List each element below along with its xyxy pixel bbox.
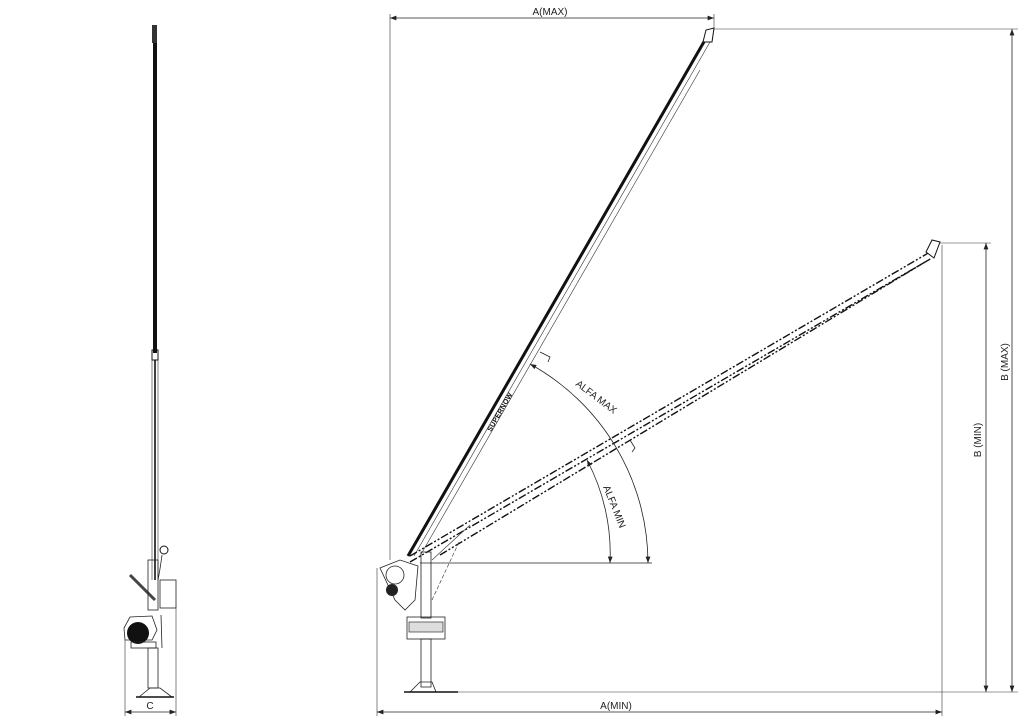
alfa-max-arc (529, 363, 651, 564)
alfa-min-arc (586, 459, 613, 564)
dimension-b-min-label: B (MIN) (973, 423, 984, 457)
dimension-b-max (458, 28, 1018, 693)
alfa-min-label: ALFA MIN (600, 484, 627, 530)
side-view-crane (123, 25, 177, 698)
dimension-a-min-label: A(MIN) (600, 701, 632, 712)
dimension-a-max (389, 14, 715, 560)
dimension-a-max-label: A(MAX) (533, 7, 568, 18)
main-view-crane (379, 27, 941, 693)
mast-upper (153, 43, 157, 353)
dimension-b-min (940, 242, 991, 692)
dimension-c-label: C (146, 701, 153, 712)
dimension-b-max-label: B (MAX) (1000, 343, 1011, 381)
alfa-max-label: ALFA MAX (573, 379, 619, 417)
mast-tip (152, 25, 157, 43)
dimension-a-min (376, 245, 943, 716)
dimension-c (124, 606, 177, 716)
